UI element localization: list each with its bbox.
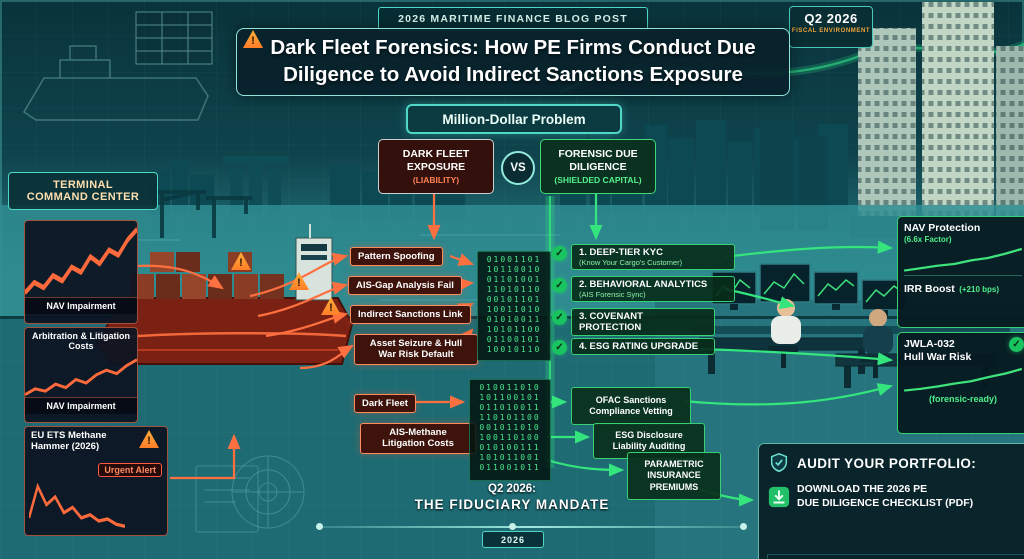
- main-title: Dark Fleet Forensics: How PE Firms Condu…: [236, 28, 790, 96]
- nav-impairment-panel: NAV Impairment: [24, 220, 138, 324]
- checklist-item-kyc: ✓ 1. DEEP-TIER KYC (Know Your Cargo's Cu…: [552, 244, 735, 270]
- binary-data-block-upper: 01001101 10110010 01101001 11010110 0010…: [477, 251, 551, 361]
- threat-label-indirect-sanctions: Indirect Sanctions Link: [350, 305, 471, 325]
- timeline-dot: [740, 523, 747, 530]
- checklist-item-behavioral: ✓ 2. BEHAVIORAL ANALYTICS (AIS Forensic …: [552, 276, 735, 302]
- tcc-line-2: COMMAND CENTER: [26, 191, 140, 203]
- million-dollar-problem-header: Million-Dollar Problem: [406, 104, 622, 134]
- eu-ets-methane-panel: EU ETS Methane Hammer (2026) ! Urgent Al…: [24, 426, 168, 536]
- diligence-title: FORENSIC DUE DILIGENCE: [558, 148, 638, 173]
- skyscraper-towers: [850, 2, 1024, 238]
- jwla-subtitle: Hull War Risk: [904, 350, 972, 363]
- cta-panel: AUDIT YOUR PORTFOLIO: DOWNLOAD THE 2026 …: [758, 443, 1024, 559]
- jwla-chart: [904, 368, 1022, 392]
- jwla-title: JWLA-032: [904, 338, 955, 350]
- checklist-sub: (Know Your Cargo's Customer): [579, 258, 683, 267]
- exposure-title: DARK FLEET EXPOSURE: [402, 148, 470, 173]
- timeline-q2-label: Q2 2026:: [488, 483, 536, 495]
- ofac-vetting-box: OFAC Sanctions Compliance Vetting: [571, 387, 691, 425]
- check-icon: ✓: [552, 340, 567, 355]
- nav-protection-factor: (6.6x Factor): [904, 234, 952, 244]
- panel-caption: NAV Impairment: [25, 396, 137, 415]
- irr-boost-value: (+210 bps): [959, 284, 999, 294]
- shield-icon: [770, 453, 788, 473]
- irr-boost-label: IRR Boost: [904, 282, 955, 295]
- top-banner: 2026 MARITIME FINANCE BLOG POST: [378, 7, 648, 31]
- threat-label-pattern-spoofing: Pattern Spoofing: [350, 247, 443, 267]
- threat-label-dark-fleet: Dark Fleet: [354, 394, 416, 414]
- panel-title: Arbitration & Litigation Costs: [32, 331, 130, 352]
- terminal-command-center-header: TERMINAL COMMAND CENTER: [8, 172, 158, 210]
- jwla-hull-war-risk-panel: JWLA-032 Hull War Risk ✓ (forensic-ready…: [897, 332, 1024, 434]
- vs-divider: VS: [501, 151, 535, 185]
- check-icon: ✓: [552, 246, 567, 261]
- checklist-item-esg: ✓ 4. ESG RATING UPGRADE: [552, 338, 715, 355]
- binary-data-block-lower: 010011010 101100101 011010011 110101100 …: [469, 379, 551, 481]
- flow-arrows-threat: [137, 194, 475, 480]
- checklist-title: 3. COVENANT PROTECTION: [579, 311, 643, 333]
- tcc-line-1: TERMINAL: [52, 179, 114, 191]
- data-table-sketch: [135, 11, 213, 65]
- nav-protection-panel: NAV Protection (6.6x Factor) IRR Boost (…: [897, 216, 1024, 328]
- q2-badge-label: Q2 2026: [804, 11, 858, 26]
- nav-impairment-chart: [25, 227, 137, 296]
- timeline-dot: [509, 523, 516, 530]
- exposure-subtitle: (LIABILITY): [412, 174, 460, 185]
- parametric-insurance-box: PARAMETRIC INSURANCE PREMIUMS: [627, 452, 721, 500]
- download-icon: [768, 486, 790, 507]
- checklist-item-covenant: ✓ 3. COVENANT PROTECTION: [552, 308, 715, 336]
- forensic-due-diligence-box: FORENSIC DUE DILIGENCE (SHIELDED CAPITAL…: [540, 139, 656, 194]
- title-line-1: Dark Fleet Forensics: How PE Firms Condu…: [270, 36, 756, 60]
- arbitration-litigation-panel: Arbitration & Litigation Costs NAV Impai…: [24, 327, 138, 423]
- timeline-mandate-label: THE FIDUCIARY MANDATE: [414, 497, 610, 512]
- urgent-alert-badge: Urgent Alert: [98, 463, 162, 477]
- timeline-year-badge: 2026: [482, 531, 544, 548]
- nav-protection-chart: [904, 247, 1022, 272]
- timeline-line: [318, 526, 746, 528]
- timeline-dot: [316, 523, 323, 530]
- cta-download-line-2: DUE DILIGENCE CHECKLIST (PDF): [797, 496, 974, 509]
- checklist-title: 4. ESG RATING UPGRADE: [579, 341, 699, 352]
- dark-fleet-exposure-box: DARK FLEET EXPOSURE (LIABILITY): [378, 139, 494, 194]
- check-icon: ✓: [1009, 337, 1024, 352]
- checklist-title: 2. BEHAVIORAL ANALYTICS: [579, 279, 708, 290]
- title-line-2: Diligence to Avoid Indirect Sanctions Ex…: [283, 63, 743, 86]
- forensic-ready-label: (forensic-ready): [928, 394, 998, 405]
- checklist-title: 1. DEEP-TIER KYC: [579, 247, 663, 258]
- panel-title: EU ETS Methane Hammer (2026): [31, 430, 107, 452]
- checklist-sub: (AIS Forensic Sync): [579, 290, 646, 299]
- blueprint-ship-sketch: [22, 45, 209, 121]
- q2-badge-sublabel: FISCAL ENVIRONMENT: [791, 28, 871, 34]
- arbitration-chart: [25, 358, 137, 396]
- threat-label-ais-gap: AIS-Gap Analysis Fail: [348, 276, 462, 296]
- radar-sketch: [231, 455, 305, 529]
- eu-ets-chart: [29, 482, 125, 528]
- nav-protection-title: NAV Protection: [904, 222, 981, 234]
- panel-caption: NAV Impairment: [25, 297, 137, 315]
- check-icon: ✓: [552, 310, 567, 325]
- warning-icon: !: [139, 430, 159, 448]
- download-checklist-button[interactable]: DOWNLOAD THE 2026 PE DUE DILIGENCE CHECK…: [768, 483, 1024, 510]
- divider: [904, 274, 1022, 276]
- threat-label-ais-methane: AIS-Methane Litigation Costs: [360, 423, 476, 454]
- q2-fiscal-badge: Q2 2026 FISCAL ENVIRONMENT: [789, 6, 873, 48]
- port-cranes: [150, 190, 252, 238]
- marina-bay-sands-silhouette: [222, 156, 290, 215]
- cta-title: AUDIT YOUR PORTFOLIO:: [797, 455, 977, 471]
- threat-label-asset-seizure: Asset Seizure & Hull War Risk Default: [354, 334, 478, 365]
- cta-contact-bar: .AE / .CO.UK / .COM INSTITUTIONAL EMAIL: [767, 554, 1024, 559]
- check-icon: ✓: [552, 278, 567, 293]
- diligence-subtitle: (SHIELDED CAPITAL): [554, 174, 642, 185]
- cta-download-line-1: DOWNLOAD THE 2026 PE: [797, 483, 928, 495]
